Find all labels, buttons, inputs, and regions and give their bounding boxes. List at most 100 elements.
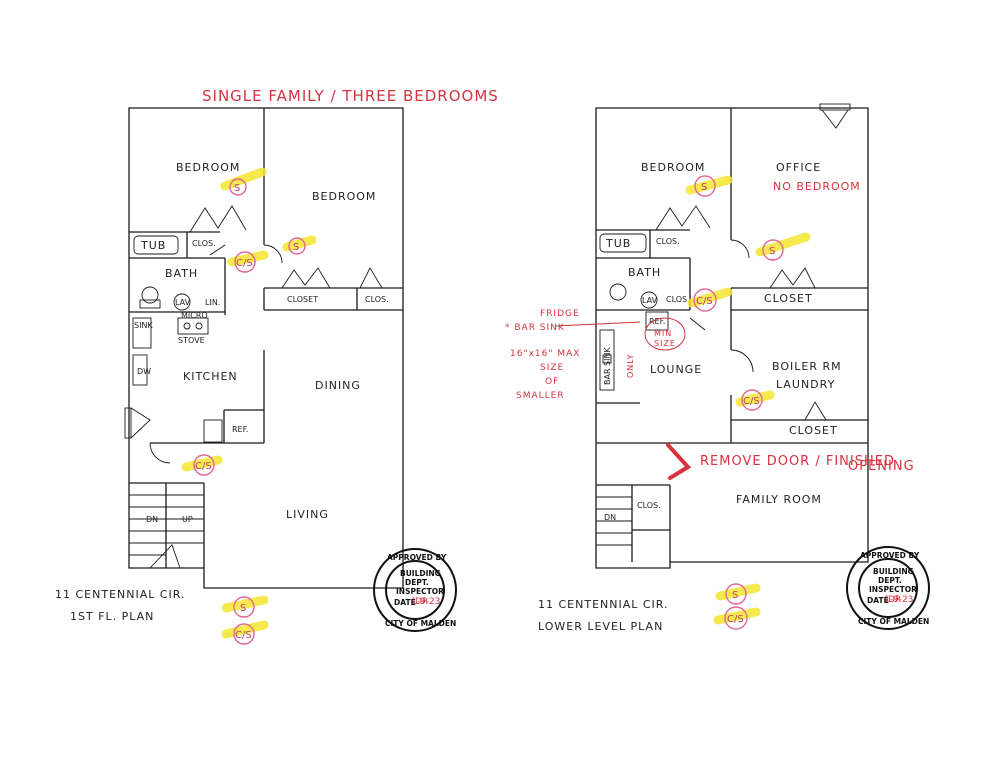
co-smoke-marker-label: C/S <box>696 296 713 307</box>
room-label-office: OFFICE <box>776 161 821 174</box>
remove-door-note: OPENING <box>848 459 915 474</box>
smoke-detector-marker <box>233 596 255 618</box>
smoke-marker-label: S <box>769 246 775 257</box>
sink-size-note: SIZE <box>540 363 564 373</box>
smoke-detector-marker <box>288 237 306 255</box>
fixture-label-bar-sink: BAR SINK <box>603 347 612 385</box>
dishwasher <box>132 354 148 386</box>
smoke-marker-label: S <box>701 182 707 193</box>
stamp-initials: DR <box>415 597 428 607</box>
plan-address: 11 CENTENNIAL CIR. <box>538 598 669 611</box>
co-smoke-marker <box>193 454 215 476</box>
stamp-date: 1-9-23 <box>411 597 440 607</box>
smoke-detector-marker <box>762 239 784 261</box>
smoke-detector-marker <box>694 175 716 197</box>
fixture-label-sink: SINK <box>134 321 153 330</box>
room-label-closet: CLOS. <box>365 295 389 304</box>
refrigerator <box>645 311 669 331</box>
co-smoke-marker <box>234 251 256 273</box>
room-label-bedroom: BEDROOM <box>176 161 240 174</box>
smoke-marker-label: S <box>732 590 738 601</box>
smoke-detector-markers: S S C/S C/S S C/S S S C/S C/S S <box>181 167 811 645</box>
annotation-circle <box>644 317 686 351</box>
fixture-label-micro: MICRO <box>181 311 208 320</box>
first-floor-plan: BEDROOM BEDROOM TUB CLOS. BATH LAV LIN. … <box>55 107 404 623</box>
smoke-detector-marker <box>725 583 747 605</box>
stamp-date-label: DATE <box>394 598 416 607</box>
burner <box>195 322 203 330</box>
plan-address: 11 CENTENNIAL CIR. <box>55 588 186 601</box>
bifold-door <box>359 267 383 289</box>
room-label-closet: CLOSET <box>287 295 318 304</box>
toilet-tank <box>139 299 161 309</box>
swing-door <box>730 239 750 259</box>
kitchen-sink <box>132 317 152 349</box>
fixture-label-tub: TUB <box>140 239 166 252</box>
swing-door <box>730 349 754 373</box>
stamp-inspector: INSPECTOR <box>396 587 444 596</box>
room-label-closet: CLOS. <box>656 237 680 246</box>
sink-size-note: OF <box>545 377 559 387</box>
smoke-detector-marker <box>229 178 247 196</box>
bar-sink-note: * BAR SINK <box>505 323 565 333</box>
room-label-bath: BATH <box>165 267 198 280</box>
room-label-closet: CLOSET <box>764 292 813 305</box>
stamp-dept: DEPT. <box>878 576 902 585</box>
stamp-building: BUILDING <box>400 569 441 578</box>
bathtub <box>133 235 179 255</box>
entry-door <box>124 407 132 439</box>
sink-size-note: SMALLER <box>516 391 565 401</box>
stamp-inspector: INSPECTOR <box>869 585 917 594</box>
smoke-marker-label: S <box>240 603 246 614</box>
stairs <box>129 494 204 556</box>
bar-sink <box>602 354 612 364</box>
plan-name: 1ST FL. PLAN <box>70 610 154 623</box>
fixture-label-stove: STOVE <box>178 336 205 345</box>
swing-door <box>149 442 171 464</box>
stamp-date: 1-9-23 <box>884 595 913 605</box>
stamp-approved-by: APPROVED BY <box>387 553 447 562</box>
co-smoke-marker <box>724 606 748 630</box>
stamp-date-label: DATE <box>867 596 889 605</box>
only-note: ONLY <box>626 353 635 378</box>
room-label-family-room: FAMILY ROOM <box>736 493 822 506</box>
fixture-label-tub: TUB <box>605 237 631 250</box>
bifold-door <box>655 205 711 231</box>
fixture-label-dw: DW <box>137 367 151 376</box>
room-label-closet: CLOS. <box>192 239 216 248</box>
room-label-boiler: BOILER RM <box>772 360 842 373</box>
toilet <box>609 283 627 301</box>
room-label-closet: CLOS. <box>666 295 690 304</box>
first-floor-outer-wall <box>128 107 404 589</box>
swing-door <box>209 244 226 256</box>
fridge-note: FRIDGE <box>540 309 580 319</box>
window-swing <box>821 109 849 129</box>
approval-stamp: APPROVED BY BUILDING DEPT. INSPECTOR DAT… <box>373 548 457 632</box>
stamp-building: BUILDING <box>873 567 914 576</box>
bifold-door <box>804 401 827 421</box>
room-label-bedroom: BEDROOM <box>312 190 376 203</box>
co-smoke-marker <box>741 389 763 411</box>
swing-door <box>689 317 706 331</box>
bathtub <box>599 233 647 253</box>
bifold-door <box>769 267 816 289</box>
lower-level-plan: BEDROOM OFFICE TUB CLOS. BATH LAV CLOS. … <box>538 103 869 633</box>
fixture-label-ref: REF. <box>649 317 665 326</box>
door-threshold <box>148 544 181 569</box>
plan-name: LOWER LEVEL PLAN <box>538 620 663 633</box>
co-smoke-marker-label: C/S <box>743 396 760 407</box>
sink-size-note: 16"x16" MAX <box>510 349 580 359</box>
swing-door <box>263 244 283 264</box>
smoke-marker-label: S <box>234 183 240 194</box>
stamp-initials: DR <box>888 595 901 605</box>
remove-door-note: REMOVE DOOR / FINISHED <box>700 454 895 469</box>
room-label-laundry: LAUNDRY <box>776 378 835 391</box>
room-label-bath: BATH <box>628 266 661 279</box>
room-label-kitchen: KITCHEN <box>183 370 238 383</box>
room-label-closet: CLOS. <box>637 501 661 510</box>
co-smoke-marker-label: C/S <box>727 614 744 625</box>
lavatory-sink <box>173 293 191 311</box>
stair-label-down: DN <box>604 513 616 522</box>
